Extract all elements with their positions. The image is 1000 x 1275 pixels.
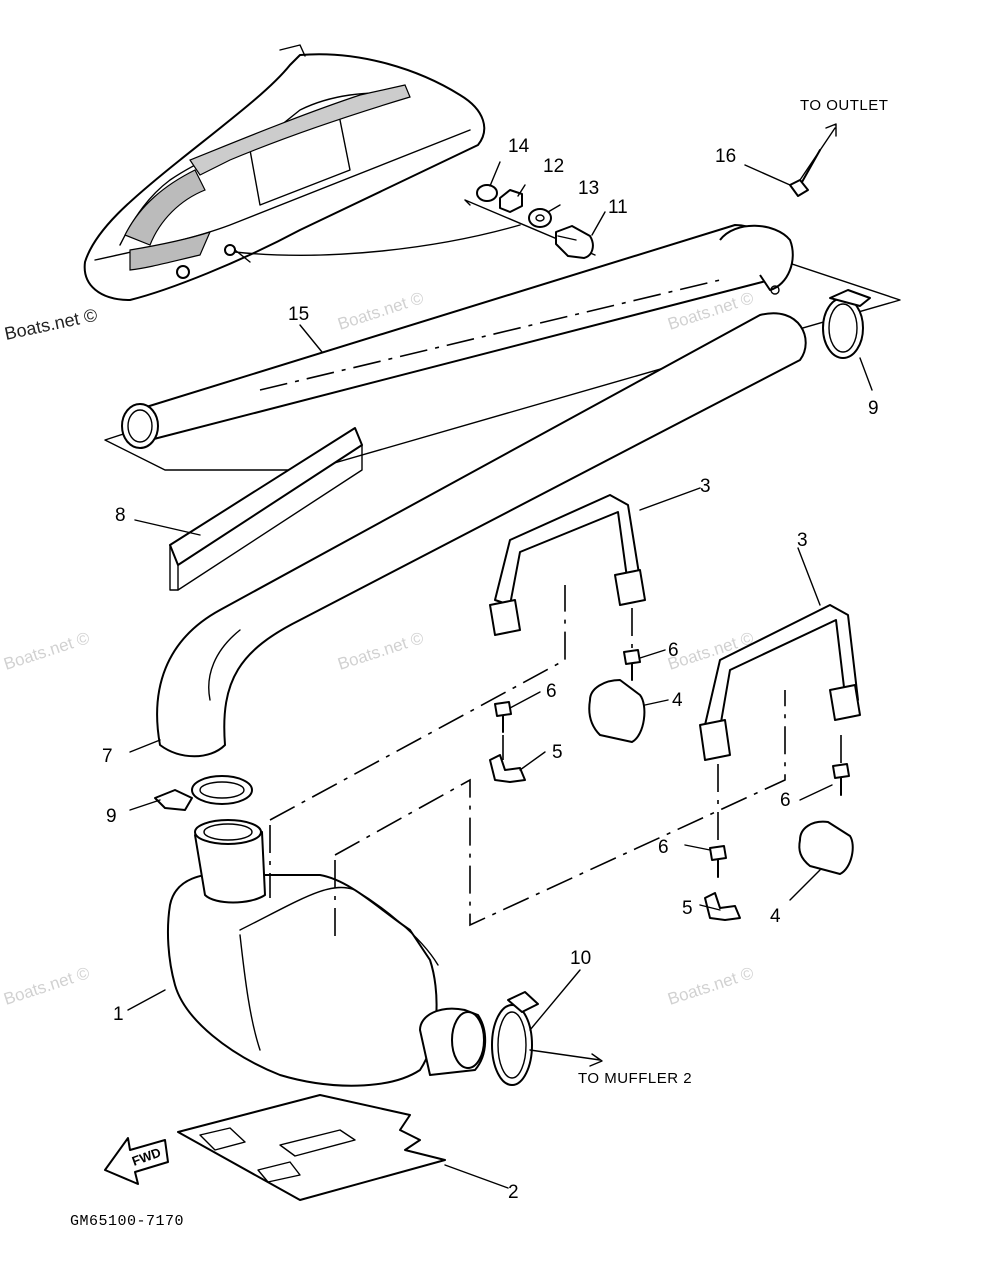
callout-16: 16	[715, 146, 736, 167]
part-4-mount-b	[798, 820, 854, 875]
part-13-washer	[528, 208, 552, 228]
callout-3b: 3	[797, 530, 808, 551]
part-14-clip	[476, 184, 498, 202]
watermark-text: Boats.net ©	[1, 963, 92, 1009]
callout-7: 7	[102, 746, 113, 767]
leader-lines	[127, 161, 873, 1189]
fwd-arrow-icon: FWD	[104, 1137, 169, 1185]
callout-13: 13	[578, 178, 599, 199]
callout-5a: 5	[552, 742, 563, 763]
part-9-clamp	[822, 289, 871, 359]
callout-6a: 6	[668, 640, 679, 661]
part-12-nut	[499, 189, 523, 213]
callout-2: 2	[508, 1182, 519, 1203]
callout-9a: 9	[106, 806, 117, 827]
callout-1: 1	[113, 1004, 124, 1025]
caption-to-muffler: TO MUFFLER 2	[578, 1070, 692, 1087]
part-6-bolt-a	[623, 649, 641, 681]
part-9-clamp-lower	[154, 775, 253, 811]
part-16-fitting	[789, 149, 821, 197]
callout-4a: 4	[672, 690, 683, 711]
callout-15: 15	[288, 304, 309, 325]
part-2-plate	[177, 1094, 446, 1201]
part-5-bracket-b	[704, 892, 741, 921]
bolt-kit-group	[464, 184, 596, 259]
watermark-text: Boats.net ©	[1, 628, 92, 674]
callout-6d: 6	[658, 837, 669, 858]
part-10-clamp	[491, 991, 539, 1086]
part-6-bolt-b	[494, 701, 512, 733]
part-15-exhaust-pipe	[104, 224, 901, 471]
callout-3a: 3	[700, 476, 711, 497]
callout-8: 8	[115, 505, 126, 526]
assembly-lines	[259, 279, 842, 940]
diagram-code: GM65100-7170	[70, 1213, 184, 1230]
part-1-muffler	[166, 819, 487, 1087]
arrow-to-muffler	[529, 1049, 603, 1067]
part-6-bolt-c	[832, 763, 850, 796]
callout-4b: 4	[770, 906, 781, 927]
part-7-hose	[156, 312, 807, 758]
part-6-bolt-d	[709, 845, 727, 878]
callout-6b: 6	[546, 681, 557, 702]
callout-6c: 6	[780, 790, 791, 811]
part-8-tape	[169, 427, 363, 591]
watermark-text: Boats.net ©	[3, 305, 99, 344]
part-5-bracket-a	[489, 754, 526, 783]
callout-12: 12	[543, 156, 564, 177]
callout-10: 10	[570, 948, 591, 969]
callout-9b: 9	[868, 398, 879, 419]
watercraft-illustration	[83, 44, 521, 301]
callout-5b: 5	[682, 898, 693, 919]
callout-14: 14	[508, 136, 530, 157]
part-3-bracket-a	[489, 494, 646, 636]
part-4-mount-a	[588, 679, 646, 743]
part-11-bolt	[555, 225, 594, 259]
callouts: 1 2 3 3 4 4 5 5 6 6 6 6 7 8 9 9 10 11 12…	[102, 136, 879, 1203]
caption-to-outlet: TO OUTLET	[800, 97, 888, 114]
watermark-text: Boats.net ©	[665, 963, 756, 1009]
watermark-text: Boats.net ©	[335, 628, 426, 674]
callout-11: 11	[608, 197, 628, 218]
part-3-bracket-b	[699, 604, 861, 761]
